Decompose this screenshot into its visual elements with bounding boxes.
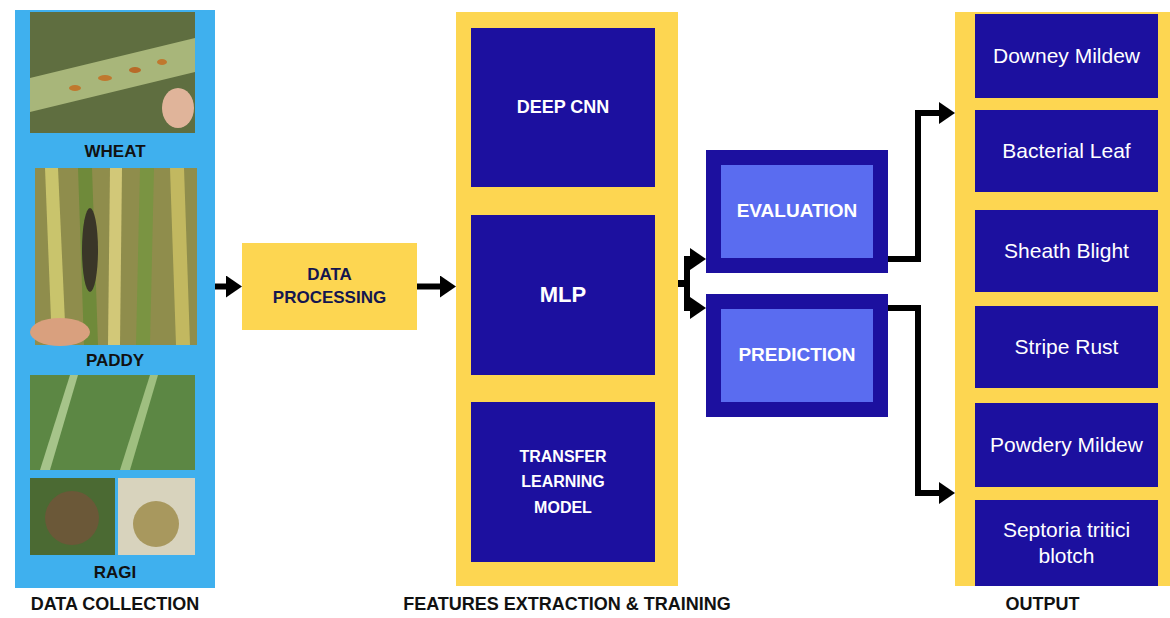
rust-spot [98, 75, 112, 81]
photo-ground [35, 168, 197, 345]
box-label: Septoria tritici blotch [985, 517, 1148, 570]
label-holder: Downey Mildew [993, 43, 1140, 69]
flow-arrow [888, 308, 939, 493]
grain-head [133, 501, 179, 547]
label-holder: DATA PROCESSING [260, 264, 399, 308]
label-holder: WHEAT [15, 142, 215, 162]
caption-holder: DATA COLLECTION [0, 594, 255, 614]
leaf-shape [40, 375, 78, 470]
box-label: Stripe Rust [1015, 334, 1119, 360]
label-holder: TRANSFER LEARNING MODEL [499, 444, 627, 521]
photo-ground [30, 12, 195, 133]
step-box: PREDICTION [706, 294, 888, 417]
stage-caption: OUTPUT [1006, 594, 1080, 614]
flow-arrow [678, 284, 690, 308]
disease-box: Powdery Mildew [975, 403, 1158, 487]
label-holder: PADDY [15, 351, 215, 371]
model-box: DEEP CNN [471, 28, 655, 187]
box-label: PREDICTION [738, 344, 855, 367]
box-label: TRANSFER LEARNING MODEL [499, 444, 627, 521]
process-box: DATA PROCESSING [242, 243, 417, 330]
box-label: Downey Mildew [993, 43, 1140, 69]
box-label: DATA PROCESSING [260, 264, 399, 308]
rust-spot [69, 85, 81, 91]
label-holder: EVALUATION [737, 200, 858, 223]
lesion-spot [82, 208, 98, 292]
crop-label: PADDY [86, 351, 144, 371]
model-box: TRANSFER LEARNING MODEL [471, 402, 655, 562]
label-holder: MLP [540, 281, 586, 310]
label-holder: Stripe Rust [1015, 334, 1119, 360]
label-holder: Powdery Mildew [990, 432, 1143, 458]
photo-ground [30, 375, 195, 470]
flow-arrow [215, 284, 226, 290]
label-holder: PREDICTION [738, 344, 855, 367]
flow-arrow [678, 259, 690, 283]
leaf-shape [120, 375, 158, 470]
label-holder: Sheath Blight [1004, 238, 1129, 264]
box-label: DEEP CNN [517, 96, 610, 119]
leaf-shape [30, 38, 195, 112]
box-label: Powdery Mildew [990, 432, 1143, 458]
rust-spot [129, 67, 141, 73]
box-label: Bacterial Leaf [1002, 138, 1130, 164]
wheat-photo [30, 12, 195, 133]
stage-panel: FEATURES EXTRACTION & TRAININGDEEP CNNML… [456, 12, 678, 586]
crop-panel: WHEATPADDYRAGIDATA COLLECTION [15, 10, 215, 588]
disease-box: Sheath Blight [975, 210, 1158, 292]
disease-box: Septoria tritici blotch [975, 500, 1158, 586]
crop-label: RAGI [94, 563, 137, 583]
box-label: EVALUATION [737, 200, 858, 223]
label-holder: Septoria tritici blotch [985, 517, 1148, 570]
disease-box: Bacterial Leaf [975, 110, 1158, 192]
stage-caption: FEATURES EXTRACTION & TRAINING [403, 594, 731, 614]
rust-spot [157, 59, 167, 65]
ragi-photo [30, 375, 195, 555]
stalk-shape [45, 168, 66, 345]
box-label: MLP [540, 281, 586, 310]
hand-shape [30, 318, 90, 346]
stalk-shape [78, 168, 98, 345]
grain-head [45, 491, 99, 545]
model-box: MLP [471, 215, 655, 375]
caption-holder: FEATURES EXTRACTION & TRAINING [326, 594, 808, 614]
photo-ground [30, 478, 115, 555]
disease-box: Downey Mildew [975, 14, 1158, 98]
caption-holder: OUTPUT [935, 594, 1150, 614]
stalk-shape [108, 168, 122, 345]
box-label: Sheath Blight [1004, 238, 1129, 264]
label-holder: DEEP CNN [517, 96, 610, 119]
stalk-shape [136, 168, 154, 345]
step-box: EVALUATION [706, 150, 888, 273]
crop-label: WHEAT [84, 142, 145, 162]
paddy-photo [30, 168, 197, 346]
flow-arrow [888, 113, 939, 259]
label-holder: RAGI [15, 563, 215, 583]
stage-caption: DATA COLLECTION [31, 594, 200, 614]
label-holder: Bacterial Leaf [1002, 138, 1130, 164]
disease-box: Stripe Rust [975, 306, 1158, 388]
output-panel: OUTPUTDowney MildewBacterial LeafSheath … [955, 12, 1170, 586]
flow-arrow [417, 284, 440, 290]
photo-ground [118, 478, 195, 555]
stalk-shape [170, 168, 190, 345]
finger-shape [162, 88, 194, 128]
